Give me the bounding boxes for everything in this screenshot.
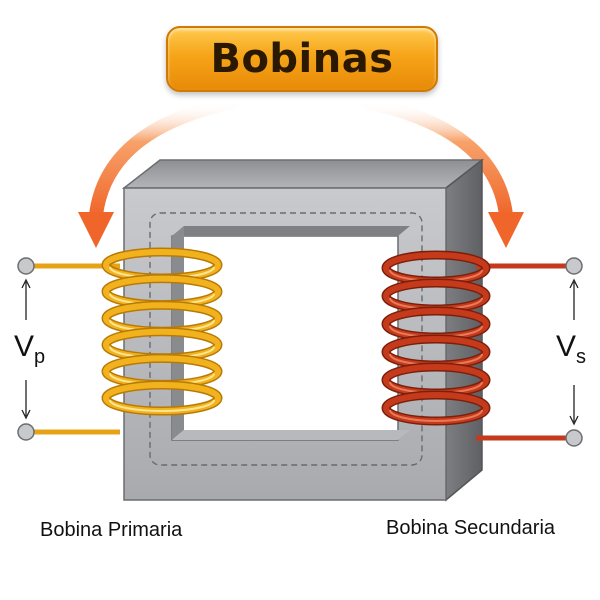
- primary-coil-caption: Bobina Primaria: [40, 519, 183, 541]
- right-curved-arrow: [361, 95, 524, 248]
- secondary-coil: [381, 250, 491, 426]
- title-text: Bobinas: [210, 36, 394, 82]
- primary-voltage-label: Vp: [14, 330, 45, 369]
- secondary-voltage-subscript: s: [576, 346, 587, 368]
- left-curved-arrow: [78, 95, 239, 248]
- primary-terminals: [17, 257, 120, 441]
- secondary-coil-turn: [381, 390, 491, 426]
- secondary-terminals: [476, 257, 583, 447]
- transformer-core: [121, 158, 485, 502]
- primary-coil: [101, 247, 223, 416]
- primary-voltage-subscript: p: [34, 346, 46, 368]
- secondary-voltage-label: Vs: [556, 330, 586, 369]
- title-badge: Bobinas: [166, 26, 438, 92]
- primary-voltage-symbol: V: [14, 330, 35, 363]
- secondary-coil-caption: Bobina Secundaria: [386, 517, 556, 539]
- secondary-voltage-symbol: V: [556, 330, 577, 363]
- primary-coil-turn: [101, 380, 223, 416]
